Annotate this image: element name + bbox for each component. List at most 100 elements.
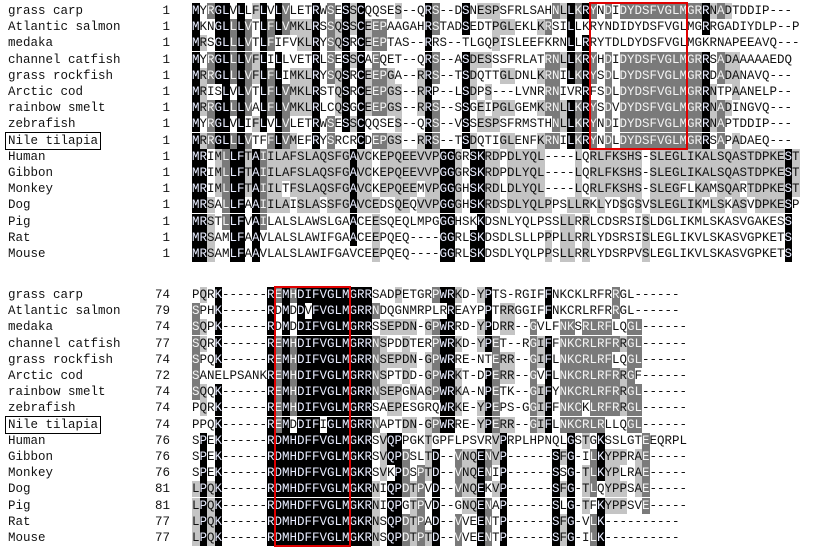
residue: - [229, 385, 238, 400]
residue: I [267, 181, 275, 198]
species-name: Atlantic salmon [8, 304, 121, 319]
residue: A [342, 247, 350, 261]
residue: K [567, 351, 575, 368]
residue: L [507, 132, 515, 149]
residue: R [619, 368, 628, 384]
residue: S [484, 116, 493, 133]
residue: M [289, 67, 298, 84]
residue: D [274, 481, 283, 498]
residue: L [222, 369, 230, 383]
residue: G [439, 181, 448, 198]
residue: - [552, 166, 560, 180]
residue: - [244, 417, 253, 432]
residue: R [364, 416, 373, 433]
residue: L [229, 213, 238, 230]
residue: L [672, 67, 680, 84]
residue: R [267, 481, 275, 498]
residue: N [709, 3, 718, 19]
residue: G [664, 67, 673, 84]
residue: G [664, 247, 673, 261]
residue: Y [604, 481, 613, 498]
residue: - [627, 514, 635, 529]
residue: T [282, 182, 290, 197]
residue: R [589, 288, 598, 302]
residue: E [477, 116, 485, 133]
residue: H [627, 181, 635, 198]
residue: L [612, 352, 620, 367]
residue: V [739, 214, 748, 229]
residue: P [432, 85, 440, 99]
residue: K [574, 116, 583, 133]
residue: M [192, 213, 200, 230]
residue: N [559, 351, 568, 368]
residue: L [567, 132, 575, 149]
residue: F [312, 303, 320, 320]
residue: D [402, 513, 410, 530]
residue: R [312, 3, 320, 19]
residue: Y [522, 181, 530, 198]
residue: I [537, 400, 545, 417]
residue: F [267, 132, 275, 149]
residue: - [537, 498, 545, 513]
residue: P [492, 116, 500, 133]
residue: L [537, 197, 545, 214]
residue: L [334, 497, 343, 514]
species-name: channel catfish [8, 52, 121, 67]
residue: H [454, 214, 463, 229]
residue: S [297, 197, 305, 214]
residue: Q [619, 320, 628, 335]
residue: L [529, 247, 538, 261]
residue: D [604, 100, 613, 117]
residue: I [304, 319, 313, 336]
residue: A [244, 198, 253, 213]
residue: S [327, 181, 335, 198]
residue: T [777, 230, 785, 245]
residue: P [424, 214, 433, 229]
residue: F [237, 213, 245, 230]
residue: E [372, 132, 380, 149]
residue: G [619, 304, 628, 319]
residue: Q [199, 319, 208, 336]
residue: Y [597, 36, 605, 51]
residue: S [717, 165, 725, 181]
residue: - [612, 514, 620, 529]
residue: P [792, 20, 800, 35]
residue: S [499, 4, 508, 18]
residue: G [417, 288, 425, 302]
residue: - [777, 133, 785, 148]
residue: V [454, 465, 463, 482]
residue: R [589, 181, 598, 198]
residue: - [229, 336, 238, 351]
residue: N [484, 449, 493, 465]
residue: R [424, 3, 433, 19]
residue: L [244, 4, 253, 18]
residue: K [454, 384, 463, 401]
residue: G [387, 100, 395, 117]
residue: Q [379, 52, 388, 67]
residue: L [274, 197, 283, 214]
residue: - [679, 450, 688, 464]
residue: M [342, 400, 350, 417]
residue: G [664, 100, 673, 117]
residue: - [544, 149, 553, 164]
residue: - [679, 385, 688, 400]
residue: N [372, 481, 380, 498]
residue: W [319, 117, 328, 132]
sequence: MRRGLLLVFLFLIMKLRYSQSRCEEPGA--RRS--TSDQT… [192, 67, 792, 84]
residue: - [259, 466, 268, 481]
sequence: SQPK------RDMDDIFVGLMGRRSSEPDN-GPWRRD-YP… [192, 319, 687, 336]
residue: K [567, 319, 575, 336]
residue: F [267, 84, 275, 100]
residue: E [492, 368, 500, 384]
residue: - [252, 385, 260, 400]
residue: - [244, 482, 253, 497]
residue: P [379, 84, 388, 100]
residue: - [642, 182, 650, 197]
residue: S [289, 247, 298, 261]
residue: Q [387, 530, 395, 546]
residue: R [424, 67, 433, 84]
residue: I [304, 335, 313, 352]
residue: F [537, 304, 545, 319]
residue: E [274, 335, 283, 352]
species-name: medaka [8, 320, 54, 335]
